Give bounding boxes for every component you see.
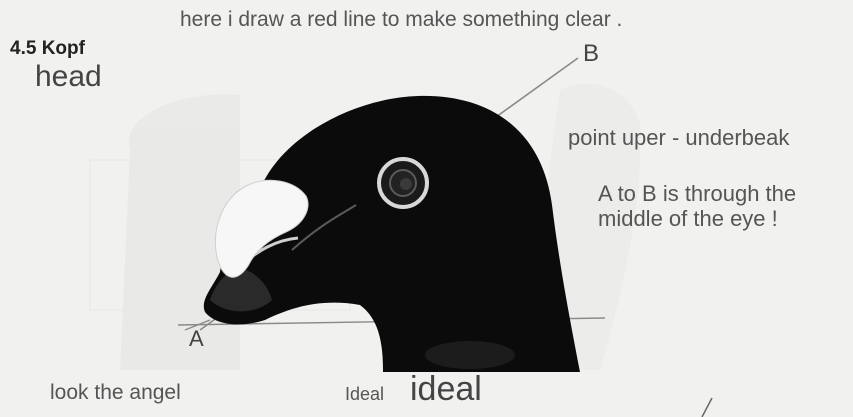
section-title: 4.5 Kopf xyxy=(10,38,85,60)
line-note-line1: A to B is through the xyxy=(598,181,796,207)
eye-highlight xyxy=(400,178,412,190)
section-subtitle: head xyxy=(35,60,102,94)
point-a-label: A xyxy=(189,326,204,352)
beak-point-note: point uper - underbeak xyxy=(568,125,789,151)
corner-stroke xyxy=(702,398,712,417)
line-note-line2: middle of the eye ! xyxy=(598,206,778,232)
footer-ideal-small: Ideal xyxy=(345,384,384,405)
point-b-label: B xyxy=(583,40,599,68)
footer-ideal-large: ideal xyxy=(410,370,482,409)
caption-text: here i draw a red line to make something… xyxy=(180,8,622,32)
neck-shading xyxy=(425,341,515,369)
footer-left-text: look the angel xyxy=(50,381,181,405)
